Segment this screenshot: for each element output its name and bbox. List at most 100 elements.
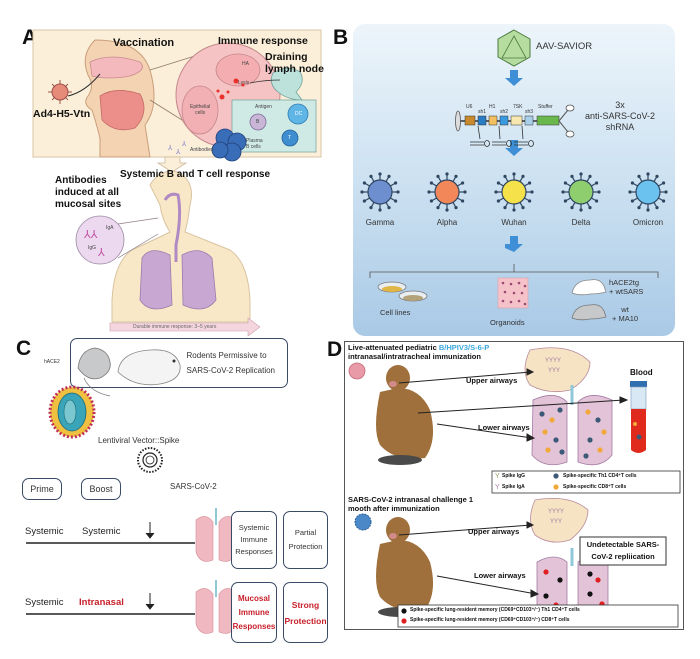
b-label: B [256,119,260,125]
draining-line-1: Draining [265,51,308,63]
aav-savior-label: AAV-SAVIOR [536,41,593,52]
down-arrow-icon [156,156,188,173]
vaccine-name-label: Ad4-H5-Vtn [33,108,91,120]
legend-cd8-dot [553,484,559,490]
lentiviral-vector-label: Lentiviral Vector::Spike [98,436,180,445]
lungs [139,250,217,310]
lung-cell-dot [587,571,593,577]
rodent-line-2: SARS-CoV-2 Replication [186,366,275,375]
undetectable-line-1: Undetectable SARS- [586,540,660,549]
legend-bottom-dot-cd4 [401,608,407,614]
bottom-title-line-1: SARS-CoV-2 intranasal challenge 1 [348,495,474,504]
epithelial-line-1: Epithelial [190,104,211,110]
svg-text:YYYY: YYYY [548,509,564,515]
dendritic-cell [287,103,309,125]
upper-airways-label-top: Upper airways [466,376,518,385]
row2-response-line-3: Responses [232,621,276,631]
row2-boost-route: Intranasal [79,597,124,608]
sars-cov-2-label: SARS-CoV-2 [170,482,217,491]
element-7sk: 7SK [513,104,523,110]
lung-cell-dot [583,453,589,459]
variant-label-delta: Delta [571,218,591,227]
row1-response-line-1: Systemic [238,523,270,532]
element-h1: H1 [489,104,496,110]
undetectable-line-2: CoV-2 repliication [591,552,655,561]
virus-wuhan-icon [494,172,534,212]
models-bracket [369,264,659,278]
mucosal-line-1: Antibodies [55,175,107,186]
virus-gamma-icon [360,172,400,212]
hpiv3-virus-icon [348,362,366,380]
airway [163,192,182,262]
antigen-label: Antigen [255,104,272,110]
prime-box: Prime [22,478,62,500]
shrna-line-1: 3x [615,100,625,110]
svg-text:⅄: ⅄ [97,247,105,259]
svg-text:⅄⅄: ⅄⅄ [83,229,98,241]
row2-response-line-1: Mucosal [237,593,270,603]
legend-bottom-dot-cd8 [401,618,407,624]
rodent-box-text: Rodents Permissive to SARS-CoV-2 Replica… [187,348,275,378]
mucosal-antibodies-label: Antibodies induced at all mucosal sites [55,175,121,211]
epithelial-cells-label: Epithelial cells [190,104,210,116]
variant-label-omicron: Omicron [632,218,664,227]
mouse-model-1-label: hACE2tg + wtSARS [609,278,643,296]
lower-airways-label-top: Lower airways [478,423,530,432]
sars-cov-2-challenge-icon [354,513,372,531]
mouse-model-1-line-1: hACE2tg [609,278,640,287]
legend-igg-mark: Y [495,473,500,480]
virus-omicron-icon [628,172,668,212]
variant-label-alpha: Alpha [436,218,458,227]
challenge-arrows [145,522,155,610]
shrna-line-3: shRNA [605,122,635,132]
lung-cell-dot [549,417,555,423]
lung-cell-dot [585,409,591,415]
arrow-down-3 [505,236,523,252]
lung-cell-dot [553,437,559,443]
row2-prime-route: Systemic [25,597,64,608]
virus-delta-icon [561,172,601,212]
element-sh3: sh3 [525,109,534,115]
svg-text:YYY: YYY [550,519,562,525]
legend-igg-label: Spike IgG [502,473,526,479]
svg-text:⅄: ⅄ [175,148,181,156]
mucosal-line-3: mucosal sites [55,199,122,210]
lung-cell-dot [587,591,593,597]
lung-cell-dot [539,411,545,417]
dc-label: DC [295,111,303,117]
svg-text:⅄: ⅄ [167,144,173,152]
aav-capsid-icon [497,29,531,67]
row1-response-box: Systemic Immune Responses [231,511,277,569]
shrna-label: 3x anti-SARS-CoV-2 shRNA [575,100,665,133]
element-stuffer: Stuffer [538,104,553,110]
lysis-label: Lysis [238,80,250,86]
plasma-line-2: B cells [246,144,261,150]
lung-cell-dot [543,569,549,575]
ha-label: HA [242,61,249,67]
row2-outcome-line-1: Strong [291,599,320,610]
lung-top-cells [539,407,607,459]
row2-outcome-line-2: Protection [284,615,327,626]
sars-cov-2-icon [137,447,163,473]
undetectable-replication-label: Undetectable SARS- CoV-2 repliication [580,539,666,563]
infected-cell [215,53,261,87]
element-u6: U6 [466,104,473,110]
mucosa-magnifier [75,215,125,265]
top-title-line-1: Live-attenuated pediatric B/HPIV3/S-6-P [348,343,489,352]
draining-lymph-node-label: Draining lymph node [265,51,324,75]
lysis-particles [216,78,245,100]
legend-trm-cd4-label: Spike-specific lung-resident memory (CD6… [410,607,580,613]
panel-letter-b: B [333,26,349,49]
legend-top-frame [491,470,681,494]
antibody-marks: ⅄⅄⅄ [167,140,187,156]
systemic-response-label: Systemic B and T cell response [120,169,271,180]
rodent-line-1: Rodents Permissive to [186,351,267,360]
plasma-b-cells-label: Plasma B cells [246,138,263,150]
mouse-grey-icon [571,304,607,321]
epithelial-line-2: cells [195,110,206,116]
legend-bottom-frame [397,604,679,628]
legend-cd4-label: Spike-specific Th1 CD4⁺T cells [563,473,637,479]
